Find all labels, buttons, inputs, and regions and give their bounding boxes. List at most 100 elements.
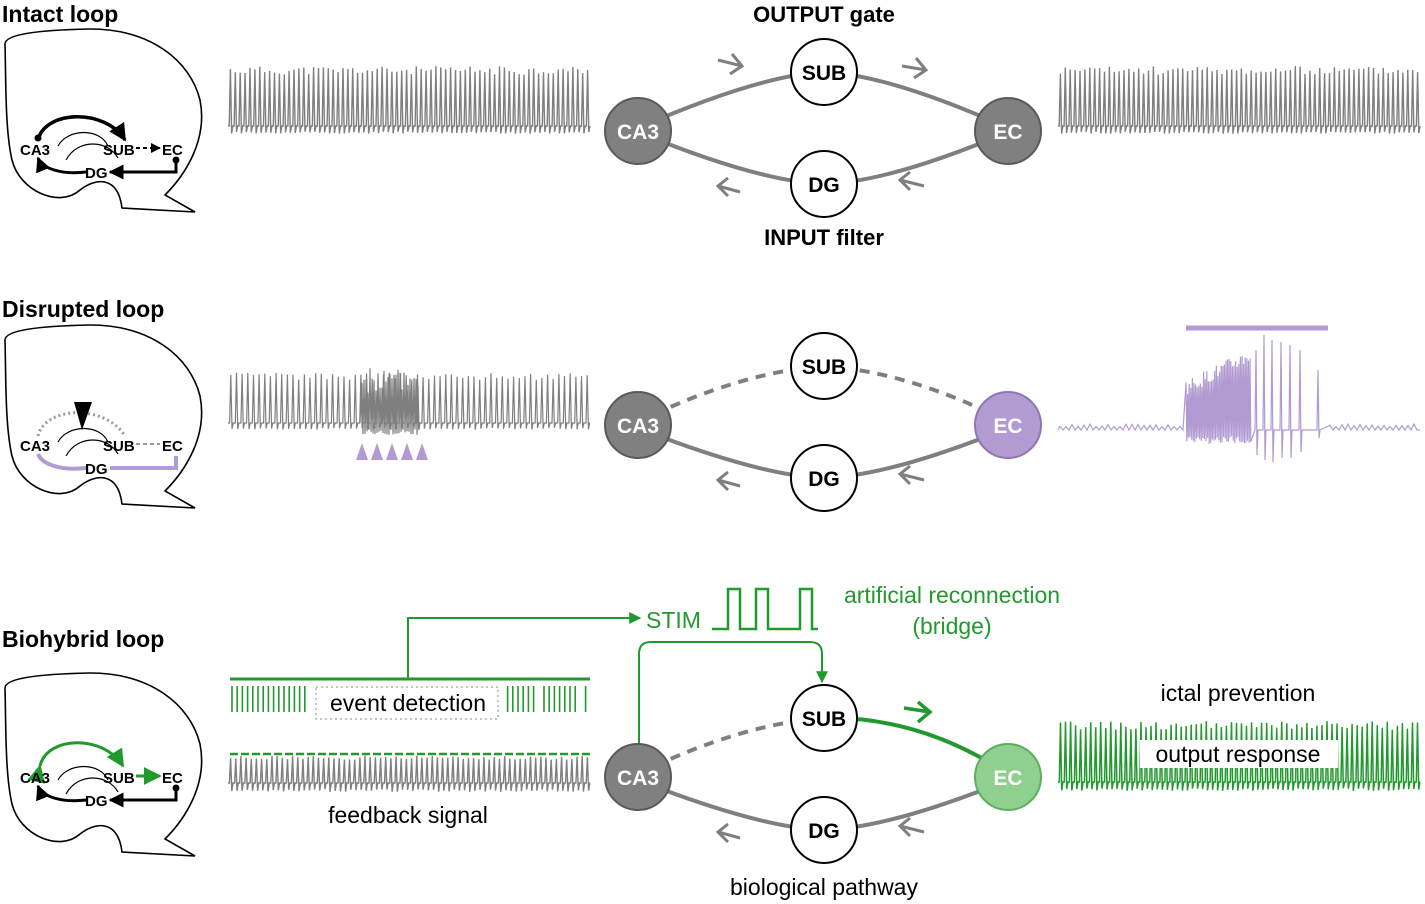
- stimulation-pulse-icon: [712, 587, 818, 631]
- mini-label-ca3: CA3: [20, 770, 50, 787]
- trace-ca3-intact: [228, 66, 591, 134]
- node-label-dg: DG: [808, 468, 840, 491]
- stim-label: STIM: [646, 607, 701, 633]
- brain-hippocampus-icon: CA3 SUB EC DG: [4, 672, 203, 857]
- mini-label-ca3: CA3: [20, 438, 50, 455]
- output-response-label: output response: [1156, 741, 1321, 767]
- stimulation-marker-icon: [386, 443, 398, 460]
- mini-dg-ca3-link: [36, 453, 87, 471]
- ictal-prevention-label: ictal prevention: [1161, 680, 1316, 706]
- node-ca3: [604, 97, 672, 165]
- mini-label-ec: EC: [162, 770, 183, 787]
- event-detection-label: event detection: [330, 690, 486, 716]
- arrow-icon: [897, 816, 925, 838]
- node-label-sub: SUB: [802, 708, 846, 731]
- arrow-icon: [901, 57, 929, 80]
- node-label-ca3: CA3: [617, 121, 659, 144]
- node-dg: [790, 150, 858, 218]
- mini-label-dg: DG: [85, 793, 108, 810]
- mini-label-dg: DG: [85, 461, 108, 478]
- node-ec: [974, 743, 1042, 811]
- arrow-icon: [717, 53, 745, 76]
- mini-node-dot: [34, 134, 42, 142]
- mini-ec-dg-link: [108, 160, 178, 180]
- mini-ca3-sub-arc-green: [27, 741, 125, 784]
- node-label-ca3: CA3: [617, 767, 659, 790]
- node-sub: [790, 332, 858, 400]
- output-response-mask: [1140, 740, 1338, 768]
- trace-ec-biohybrid: [1058, 721, 1421, 791]
- node-label-dg: DG: [808, 174, 840, 197]
- brain-outline: [4, 28, 203, 213]
- stimulation-marker-icon: [356, 443, 368, 460]
- mini-ca3-sub-arc: [36, 115, 127, 142]
- mini-inner-arc-1: [57, 132, 109, 147]
- loop-diagram-intact: CA3 SUB EC DG OUTPUT gate INPUT filter: [604, 2, 1042, 250]
- loop-diagram-biohybrid: CA3 SUB EC DG biological pathway: [604, 684, 1042, 900]
- mini-node-dot: [172, 784, 180, 792]
- lesion-wedge-icon: [74, 402, 92, 430]
- stimulation-marker-icon: [371, 443, 383, 460]
- node-dg: [790, 796, 858, 864]
- arrow-icon: [715, 470, 741, 492]
- mini-label-sub: SUB: [103, 770, 135, 787]
- mini-ca3-sub-arc-dotted: [36, 411, 127, 437]
- mini-label-dg: DG: [85, 165, 108, 182]
- mini-label-sub: SUB: [103, 142, 135, 159]
- biological-pathway-label: biological pathway: [730, 874, 918, 900]
- feedback-signal-label: feedback signal: [328, 802, 488, 828]
- row-title-disrupted: Disrupted loop: [2, 296, 164, 322]
- node-ec: [974, 97, 1042, 165]
- node-label-ec: EC: [993, 121, 1022, 144]
- arrow-icon: [715, 176, 741, 198]
- node-label-ec: EC: [993, 767, 1022, 790]
- stimulation-marker-icon: [401, 443, 413, 460]
- mini-label-sub: SUB: [103, 438, 135, 455]
- node-label-ec: EC: [993, 415, 1022, 438]
- trace-ca3-biohybrid: [228, 755, 591, 792]
- mini-inner-arc-2: [65, 439, 119, 457]
- event-detection-frame: [315, 686, 499, 720]
- node-label-sub: SUB: [802, 62, 846, 85]
- node-label-sub: SUB: [802, 356, 846, 379]
- arrow-icon: [715, 822, 741, 844]
- node-ca3: [604, 743, 672, 811]
- node-label-ca3: CA3: [617, 415, 659, 438]
- node-ec: [974, 391, 1042, 459]
- brain-hippocampus-icon: CA3 SUB EC DG: [4, 324, 203, 509]
- input-filter-label: INPUT filter: [764, 225, 884, 250]
- brain-outline: [4, 324, 203, 509]
- brain-outline: [4, 672, 203, 857]
- mini-ec-dg-link: [110, 456, 178, 470]
- brain-hippocampus-icon: CA3 SUB EC DG: [4, 28, 203, 213]
- row-intact: Intact loop CA3 SUB EC DG: [2, 1, 1421, 250]
- row-disrupted: Disrupted loop CA3 SUB EC DG CA3: [2, 296, 1420, 512]
- row-title-biohybrid: Biohybrid loop: [2, 626, 164, 652]
- trace-ec-disrupted: [1057, 334, 1420, 463]
- trace-ca3-disrupted: [228, 368, 591, 435]
- row-biohybrid: Biohybrid loop CA3 SUB EC DG event detec…: [2, 582, 1421, 900]
- stimulation-markers: [356, 443, 428, 460]
- stimulation-marker-icon: [416, 443, 428, 460]
- arrow-icon: [897, 464, 925, 486]
- detection-to-stim-line: [407, 612, 642, 678]
- mini-label-ec: EC: [162, 142, 183, 159]
- node-ca3: [604, 391, 672, 459]
- loop-diagram-disrupted: CA3 SUB EC DG: [604, 332, 1042, 512]
- mini-inner-arc-1: [57, 428, 109, 443]
- mini-node-dot: [172, 156, 180, 164]
- mini-dg-ca3-link: [36, 156, 87, 175]
- node-sub: [790, 684, 858, 752]
- node-sub: [790, 38, 858, 106]
- mini-inner-arc-1: [57, 766, 109, 781]
- bridge-label-1: artificial reconnection: [844, 582, 1060, 608]
- mini-label-ca3: CA3: [20, 142, 50, 159]
- row-title-intact: Intact loop: [2, 1, 118, 27]
- arrow-icon: [897, 170, 925, 192]
- trace-ec-intact: [1058, 66, 1421, 134]
- bridge-label-2: (bridge): [912, 613, 991, 639]
- mini-label-ec: EC: [162, 438, 183, 455]
- mini-dg-ca3-link: [36, 784, 87, 803]
- mini-inner-arc-2: [65, 777, 119, 795]
